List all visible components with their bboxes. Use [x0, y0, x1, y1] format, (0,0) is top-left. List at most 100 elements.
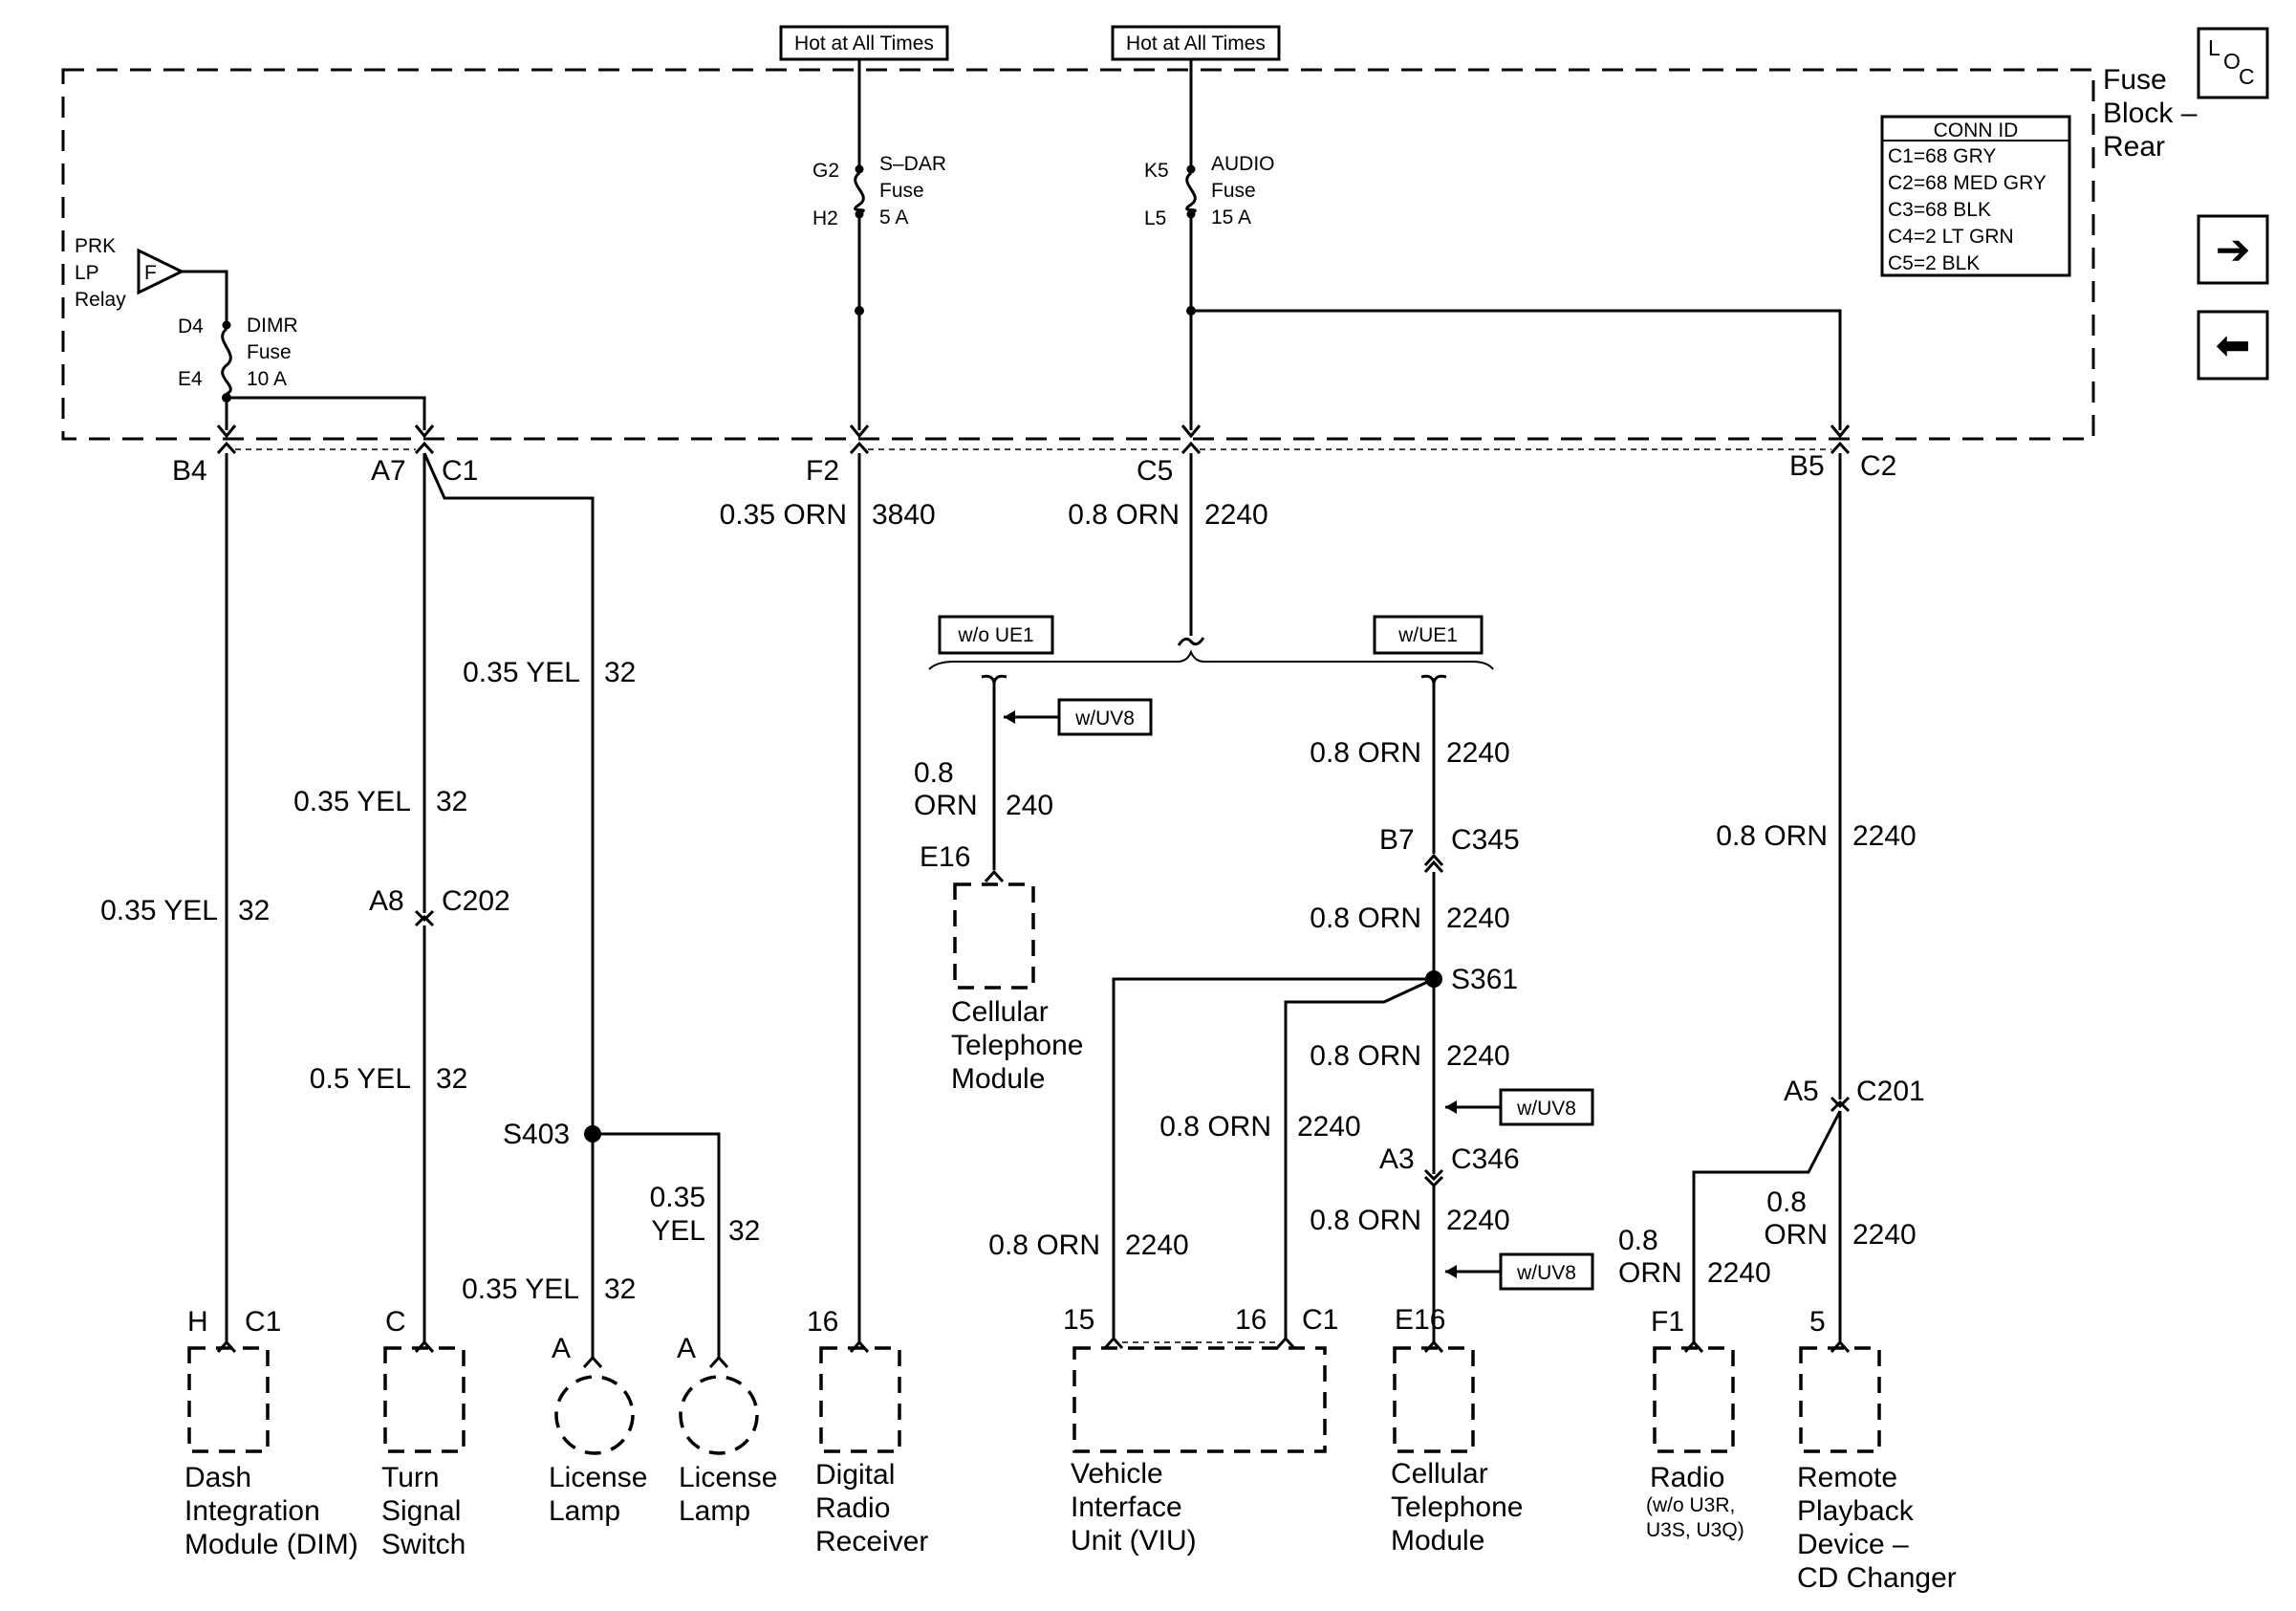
- component-label: Vehicle: [1071, 1458, 1163, 1490]
- conn-c2: C2: [1860, 450, 1896, 482]
- pin-e16: E16: [1395, 1304, 1445, 1336]
- radio-box: [1653, 1346, 1735, 1453]
- fuse-block-connector-arrows: [216, 425, 1851, 455]
- option-w-uv8: w/UV8: [1074, 708, 1135, 729]
- wire-circuit: 2240: [1297, 1111, 1361, 1143]
- wire-circuit: 32: [604, 657, 636, 688]
- component-label: Telephone: [1391, 1491, 1523, 1523]
- pin-a3: A3: [1379, 1143, 1415, 1175]
- pin-c: C: [385, 1306, 406, 1338]
- prev-page-button[interactable]: ⬅: [2197, 310, 2269, 381]
- pin-a: A: [552, 1333, 571, 1364]
- wire-circuit: 2240: [1446, 903, 1510, 934]
- dim-module-box: [187, 1346, 270, 1453]
- wire-circuit: 32: [238, 895, 270, 926]
- viu-box: [1072, 1346, 1327, 1453]
- conn-id-title: CONN ID: [1934, 120, 2019, 142]
- relay-label-2: LP: [75, 262, 99, 284]
- license-lamp-1: [554, 1375, 635, 1455]
- wire-circuit: 32: [728, 1215, 760, 1247]
- conn-id-row: C2=68 MED GRY: [1888, 172, 2047, 194]
- pin-a8: A8: [369, 885, 404, 917]
- wire-circuit: 2240: [1204, 499, 1268, 531]
- option-w-ue1: w/UE1: [1397, 624, 1458, 646]
- component-label: Turn: [381, 1462, 440, 1493]
- relay-pin-f: F: [144, 262, 157, 284]
- wire-size: 0.8 ORN: [1310, 903, 1421, 934]
- wire-circuit: 2240: [1707, 1257, 1771, 1289]
- option-w-uv8: w/UV8: [1516, 1262, 1576, 1284]
- component-label: Module: [951, 1063, 1045, 1095]
- wire-size: 0.8 ORN: [1310, 1205, 1421, 1236]
- fuse-pin: H2: [812, 207, 838, 229]
- loc-letter-c: C: [2239, 64, 2255, 89]
- wire-size: 0.35 YEL: [100, 895, 218, 926]
- wire-size: 0.8: [914, 757, 954, 789]
- pin-5: 5: [1809, 1306, 1826, 1338]
- cellular-module-2-box: [1393, 1346, 1475, 1453]
- cellular-module-1-box: [953, 882, 1035, 990]
- dimr-fuse: D4 E4 DIMR Fuse 10 A: [178, 315, 426, 430]
- component-label: Radio: [1650, 1462, 1724, 1493]
- pin-15: 15: [1063, 1304, 1094, 1336]
- wire-size: ORN: [1618, 1257, 1682, 1289]
- fuse-pin: K5: [1144, 160, 1169, 182]
- conn-c1: C1: [1302, 1304, 1338, 1336]
- wire-circuit: 2240: [1446, 1040, 1510, 1072]
- relay-label-1: PRK: [75, 235, 116, 257]
- wire-size: 0.35 YEL: [462, 1274, 579, 1305]
- component-label: Unit (VIU): [1071, 1525, 1197, 1557]
- wire-size: 0.35 YEL: [293, 786, 411, 817]
- fuse-name: DIMR: [247, 315, 298, 337]
- circuit-audio-feed: 0.8 ORN 2240 w/o UE1 w/UE1: [928, 453, 1494, 670]
- wire-size: 0.8 ORN: [1310, 1040, 1421, 1072]
- splice-label: S361: [1451, 964, 1518, 995]
- loc-button[interactable]: L O C: [2197, 27, 2269, 99]
- pin-a: A: [677, 1333, 696, 1364]
- hot-label-2-text: Hot at All Times: [1126, 33, 1266, 54]
- conn-id-table: CONN ID C1=68 GRY C2=68 MED GRY C3=68 BL…: [1880, 115, 2071, 277]
- component-label: (w/o U3R,: [1646, 1494, 1735, 1516]
- circuit-dim: 0.35 YEL 32 H C1 Dash Integration Module…: [100, 453, 358, 1560]
- splice-label: S403: [503, 1119, 570, 1150]
- fuse-pin: L5: [1144, 207, 1166, 229]
- fuse-block-outline: [61, 68, 2095, 441]
- loc-letter-l: L: [2208, 35, 2220, 60]
- fuse-rating: 15 A: [1211, 207, 1251, 229]
- conn-c201: C201: [1856, 1076, 1925, 1107]
- fuse-pin: E4: [178, 368, 203, 390]
- conn-c346: C346: [1451, 1143, 1520, 1175]
- option-w-uv8: w/UV8: [1516, 1098, 1576, 1120]
- wire-size: 0.8: [1618, 1225, 1658, 1256]
- component-label: Cellular: [951, 996, 1049, 1028]
- circuit-cell-wo-ue1: w/UV8 0.8 ORN 240 E16 Cellular Telephone…: [914, 674, 1153, 1095]
- wire-circuit: 2240: [1125, 1230, 1189, 1261]
- hot-label-1-text: Hot at All Times: [794, 33, 934, 54]
- wire-circuit: 32: [604, 1274, 636, 1305]
- next-page-button[interactable]: ➔: [2197, 214, 2269, 285]
- arrow-left-icon: ⬅: [2216, 322, 2251, 369]
- component-label: Lamp: [549, 1495, 620, 1527]
- fuse-pin: G2: [812, 160, 839, 182]
- wire-size: ORN: [1764, 1219, 1828, 1251]
- wire-size: 0.8 ORN: [1310, 737, 1421, 769]
- arrow-right-icon: ➔: [2216, 227, 2251, 273]
- component-label: License: [679, 1462, 777, 1493]
- pin-e16: E16: [920, 841, 970, 873]
- component-label: Cellular: [1391, 1458, 1488, 1490]
- component-label: License: [549, 1462, 647, 1493]
- component-label: Interface: [1071, 1491, 1182, 1523]
- wire-size: 0.8: [1766, 1186, 1807, 1218]
- fuse-block: Fuse Block – Rear: [61, 64, 2198, 441]
- component-label: Telephone: [951, 1030, 1083, 1061]
- pin-a5: A5: [1784, 1076, 1819, 1107]
- fuse-rating: 10 A: [247, 368, 287, 390]
- fuse-block-title-2: Block –: [2103, 98, 2198, 129]
- component-label: Playback: [1797, 1495, 1915, 1527]
- fuse-word: Fuse: [1211, 180, 1256, 202]
- conn-id-row: C1=68 GRY: [1888, 145, 1996, 167]
- conn-id-row: C5=2 BLK: [1888, 252, 1980, 274]
- wire-circuit: 3840: [872, 499, 936, 531]
- component-label: Module: [1391, 1525, 1484, 1557]
